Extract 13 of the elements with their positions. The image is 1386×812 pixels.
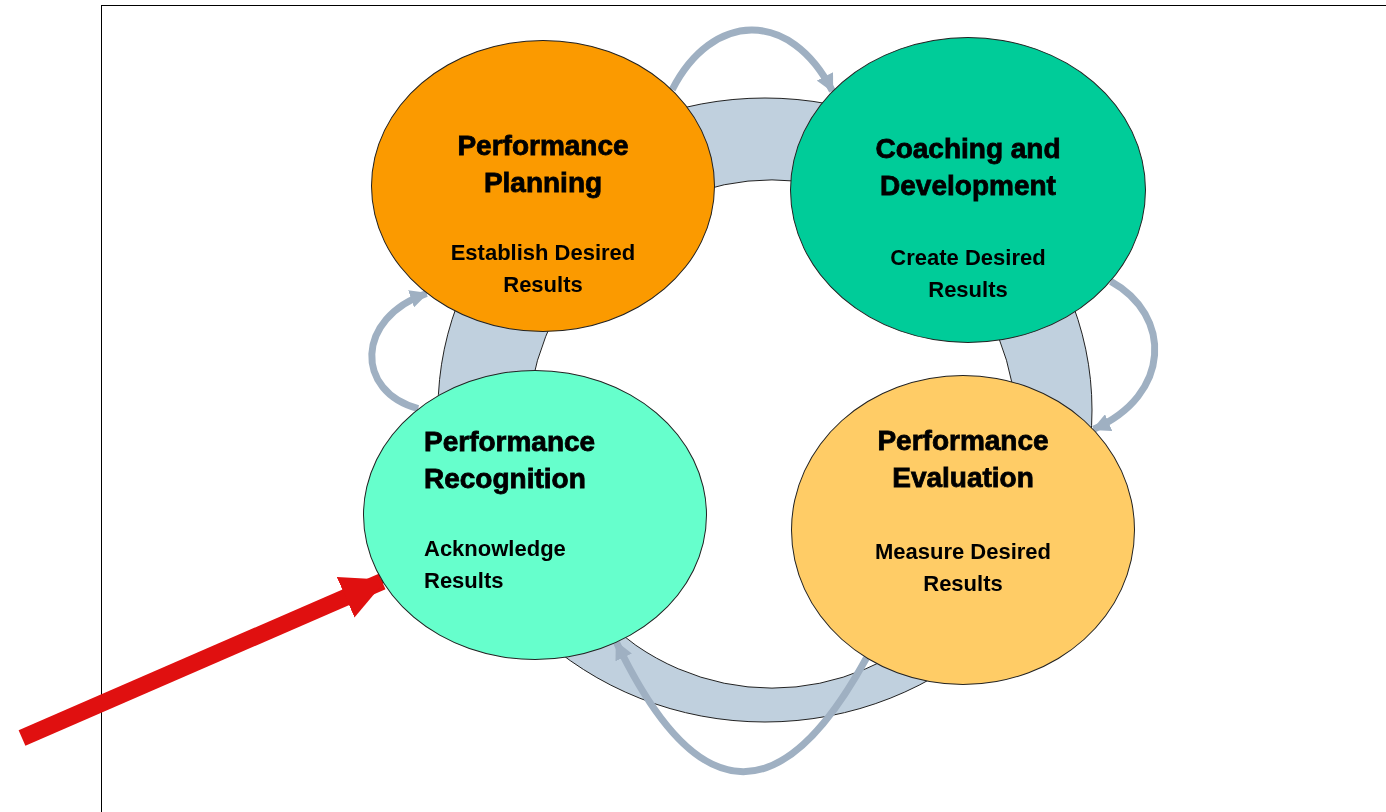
stage-description: Measure Desired Results xyxy=(873,538,1053,598)
curved-arrow xyxy=(613,641,870,775)
stage-title: Performance Planning xyxy=(456,129,630,200)
stage-title: Performance Evaluation xyxy=(876,424,1050,495)
stage-title: Performance Recognition xyxy=(424,425,597,496)
curved-arrow xyxy=(368,290,429,412)
stage-description: Establish Desired Results xyxy=(449,239,637,299)
stage-title: Coaching and Development xyxy=(874,132,1062,203)
curved-arrow xyxy=(1092,278,1159,433)
stage-description: Acknowledge Results xyxy=(424,535,567,595)
stage-description: Create Desired Results xyxy=(889,244,1047,304)
curved-arrow xyxy=(669,26,836,93)
arrow xyxy=(18,573,387,746)
